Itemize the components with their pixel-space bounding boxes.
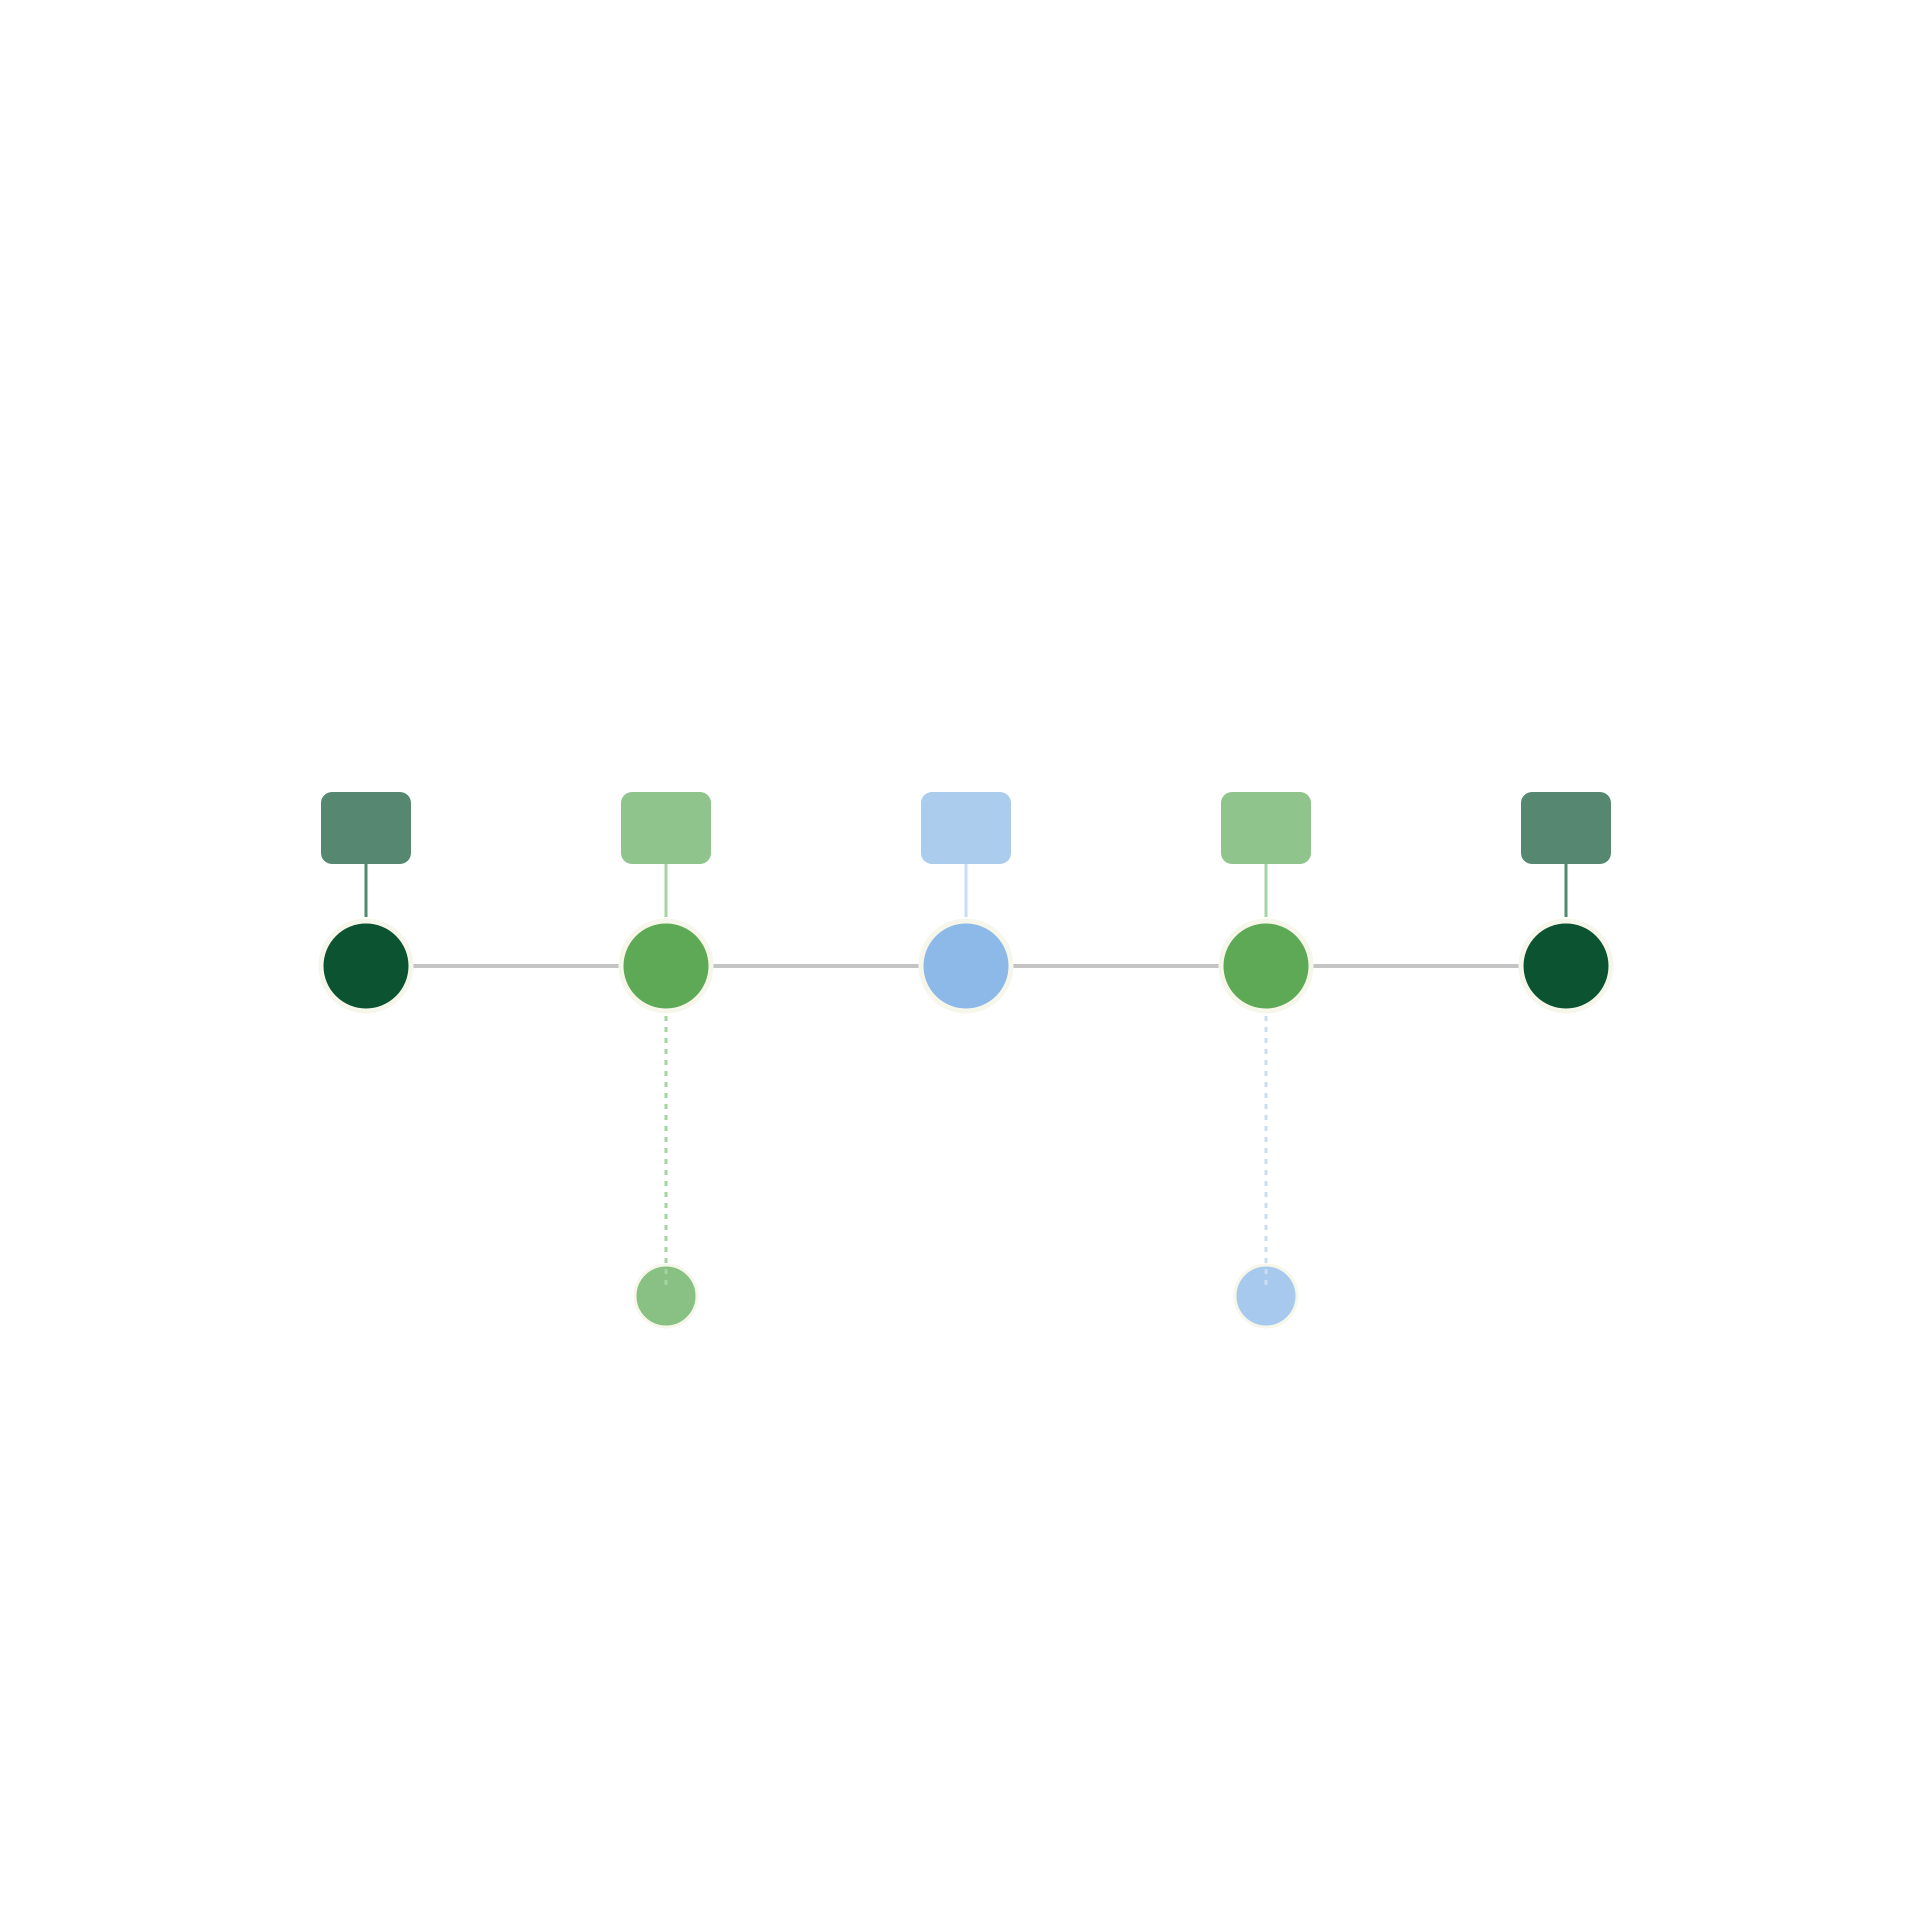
tag-box — [1521, 792, 1611, 864]
timeline-node — [618, 918, 714, 1014]
tag-box — [621, 792, 711, 864]
timeline-node — [1218, 918, 1314, 1014]
tag-box — [1221, 792, 1311, 864]
timeline-node — [1518, 918, 1614, 1014]
tag-box — [921, 792, 1011, 864]
sub-node-group — [633, 1016, 1299, 1329]
timeline-node — [918, 918, 1014, 1014]
timeline-node — [318, 918, 414, 1014]
sub-node — [633, 1263, 699, 1329]
tag-box — [321, 792, 411, 864]
tag-group — [321, 792, 1611, 864]
connector-group — [364, 860, 1568, 917]
node-group — [318, 918, 1614, 1014]
sub-node — [1233, 1263, 1299, 1329]
